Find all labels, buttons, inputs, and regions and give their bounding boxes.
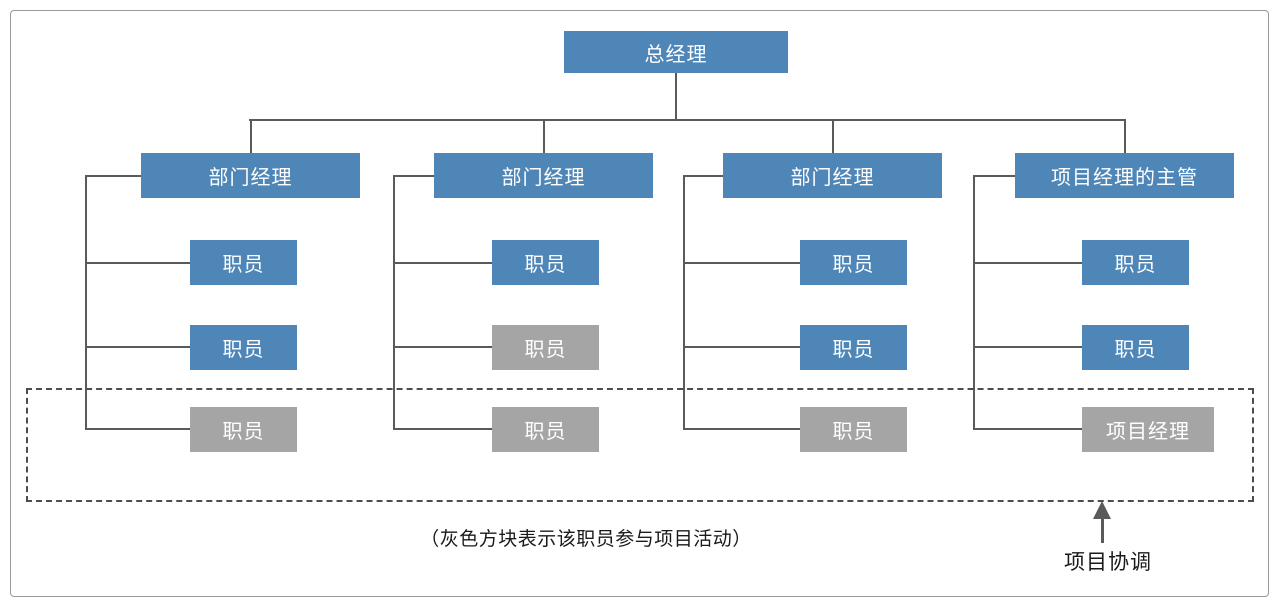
- diagram-border: [10, 10, 1269, 597]
- connector-side-spine-col2: [393, 174, 395, 430]
- connector-manager-stub-col1: [85, 174, 141, 177]
- connector-child-stub-col1-row3: [85, 428, 190, 430]
- node-staff-col4-row1: 职员: [1082, 240, 1189, 285]
- connector-child-stub-col4-row1: [973, 261, 1082, 264]
- connector-manager-stub-col2: [393, 174, 434, 177]
- node-staff-col1-row3: 职员: [190, 406, 297, 452]
- connector-child-stub-col1-row1: [85, 261, 190, 264]
- node-project-managers-supervisor: 项目经理的主管: [1015, 153, 1234, 198]
- connector-child-stub-col4-row2: [973, 346, 1082, 348]
- node-department-manager-3: 部门经理: [723, 153, 942, 198]
- coordination-arrow-head-icon: [1093, 501, 1111, 519]
- node-staff-col1-row1: 职员: [190, 240, 297, 285]
- node-staff-col3-row2: 职员: [800, 324, 907, 370]
- node-staff-col1-row2: 职员: [190, 324, 297, 370]
- connector-side-spine-col3: [683, 174, 685, 430]
- connector-drop-col4: [1123, 119, 1126, 154]
- connector-manager-stub-col4: [973, 174, 1015, 177]
- connector-drop-col3: [831, 119, 834, 154]
- connector-drop-col2: [542, 119, 545, 154]
- connector-child-stub-col2-row1: [393, 261, 492, 264]
- connector-child-stub-col2-row3: [393, 428, 492, 430]
- connector-child-stub-col4-row3: [973, 428, 1082, 430]
- node-staff-col4-row2: 职员: [1082, 324, 1189, 370]
- connector-child-stub-col1-row2: [85, 346, 190, 348]
- node-department-manager-2: 部门经理: [434, 153, 653, 198]
- connector-child-stub-col2-row2: [393, 346, 492, 348]
- project-scope-dashed-box: [26, 388, 1254, 502]
- node-project-manager: 项目经理: [1082, 406, 1214, 452]
- node-staff-col2-row2: 职员: [492, 324, 599, 370]
- connector-main-rail: [249, 119, 1126, 121]
- node-staff-col2-row3: 职员: [492, 406, 599, 452]
- node-general-manager: 总经理: [564, 31, 788, 73]
- node-staff-col3-row1: 职员: [800, 240, 907, 285]
- node-staff-col3-row3: 职员: [800, 406, 907, 452]
- node-department-manager-1: 部门经理: [141, 153, 360, 198]
- legend-caption: （灰色方块表示该职员参与项目活动）: [420, 529, 752, 550]
- coordination-label: 项目协调: [1064, 551, 1152, 574]
- connector-side-spine-col1: [85, 174, 87, 430]
- connector-child-stub-col3-row2: [683, 346, 800, 348]
- connector-manager-stub-col3: [683, 174, 723, 177]
- coordination-arrow-shaft: [1101, 517, 1104, 543]
- node-staff-col2-row1: 职员: [492, 240, 599, 285]
- connector-side-spine-col4: [973, 174, 975, 430]
- connector-root-trunk: [675, 73, 677, 120]
- connector-drop-col1: [249, 119, 252, 154]
- connector-child-stub-col3-row3: [683, 428, 800, 430]
- connector-child-stub-col3-row1: [683, 261, 800, 264]
